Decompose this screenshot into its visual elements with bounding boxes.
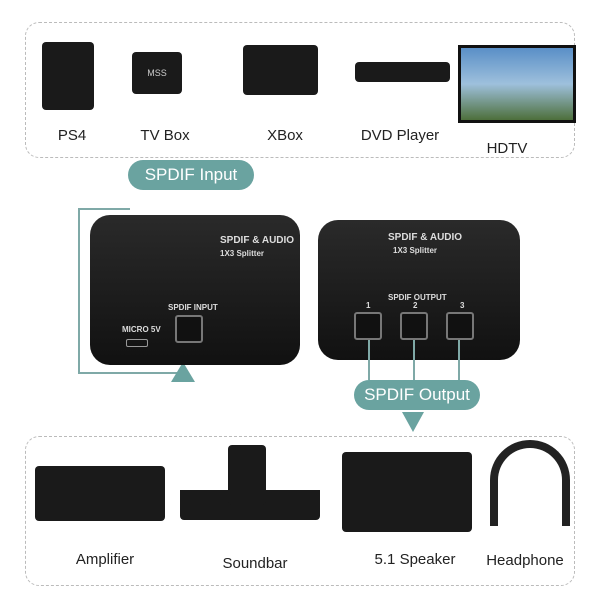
output-label-headphone: Headphone — [486, 552, 564, 569]
optical-output-port-2[interactable] — [400, 312, 428, 340]
splitter-brand: SPDIF & AUDIO — [388, 232, 463, 243]
connector-line — [78, 372, 184, 374]
splitter-output-device: SPDIF & AUDIO 1X3 Splitter SPDIF OUTPUT … — [318, 220, 520, 360]
input-port-label: SPDIF INPUT — [168, 303, 218, 312]
source-label-ps4: PS4 — [57, 127, 87, 144]
output-port-label: SPDIF OUTPUT — [388, 293, 447, 302]
optical-output-port-3[interactable] — [446, 312, 474, 340]
output-label-amplifier: Amplifier — [75, 551, 135, 568]
spdif-output-pill: SPDIF Output — [354, 380, 480, 410]
tvbox-image: MSS — [132, 52, 182, 94]
dvd-player-image — [355, 62, 450, 82]
optical-output-port-1[interactable] — [354, 312, 382, 340]
arrow-down-icon — [402, 412, 424, 432]
port-number-3: 3 — [460, 301, 465, 310]
splitter-model: 1X3 Splitter — [393, 246, 438, 255]
xbox-image — [243, 45, 318, 95]
tvbox-brand: MSS — [147, 68, 167, 78]
port-number-2: 2 — [413, 301, 418, 310]
connector-line — [78, 208, 80, 374]
spdif-input-pill: SPDIF Input — [128, 160, 254, 190]
optical-input-port[interactable] — [175, 315, 203, 343]
output-label-soundbar: Soundbar — [222, 555, 288, 572]
port-number-1: 1 — [366, 301, 371, 310]
connector-line — [413, 340, 415, 380]
headphone-image — [490, 440, 570, 526]
output-label-speaker: 5.1 Speaker — [374, 551, 456, 568]
amplifier-image — [35, 466, 165, 521]
soundbar-subwoofer — [228, 445, 266, 505]
splitter-model: 1X3 Splitter — [220, 249, 265, 258]
splitter-input-device: SPDIF & AUDIO 1X3 Splitter SPDIF INPUT M… — [90, 215, 300, 365]
connector-line — [368, 340, 370, 380]
power-port-label: MICRO 5V — [122, 325, 161, 334]
micro-usb-port[interactable] — [126, 339, 148, 347]
splitter-brand: SPDIF & AUDIO — [220, 235, 295, 246]
source-label-tvbox: TV Box — [140, 127, 190, 144]
arrow-up-icon — [171, 362, 195, 382]
hdtv-image — [458, 45, 576, 123]
connector-line — [458, 340, 460, 380]
ps4-image — [42, 42, 94, 110]
speaker-image — [342, 452, 472, 532]
connector-line — [78, 208, 130, 210]
source-label-hdtv: HDTV — [486, 140, 528, 157]
outputs-panel — [25, 436, 575, 586]
source-label-xbox: XBox — [267, 127, 303, 144]
source-label-dvd: DVD Player — [360, 127, 440, 144]
